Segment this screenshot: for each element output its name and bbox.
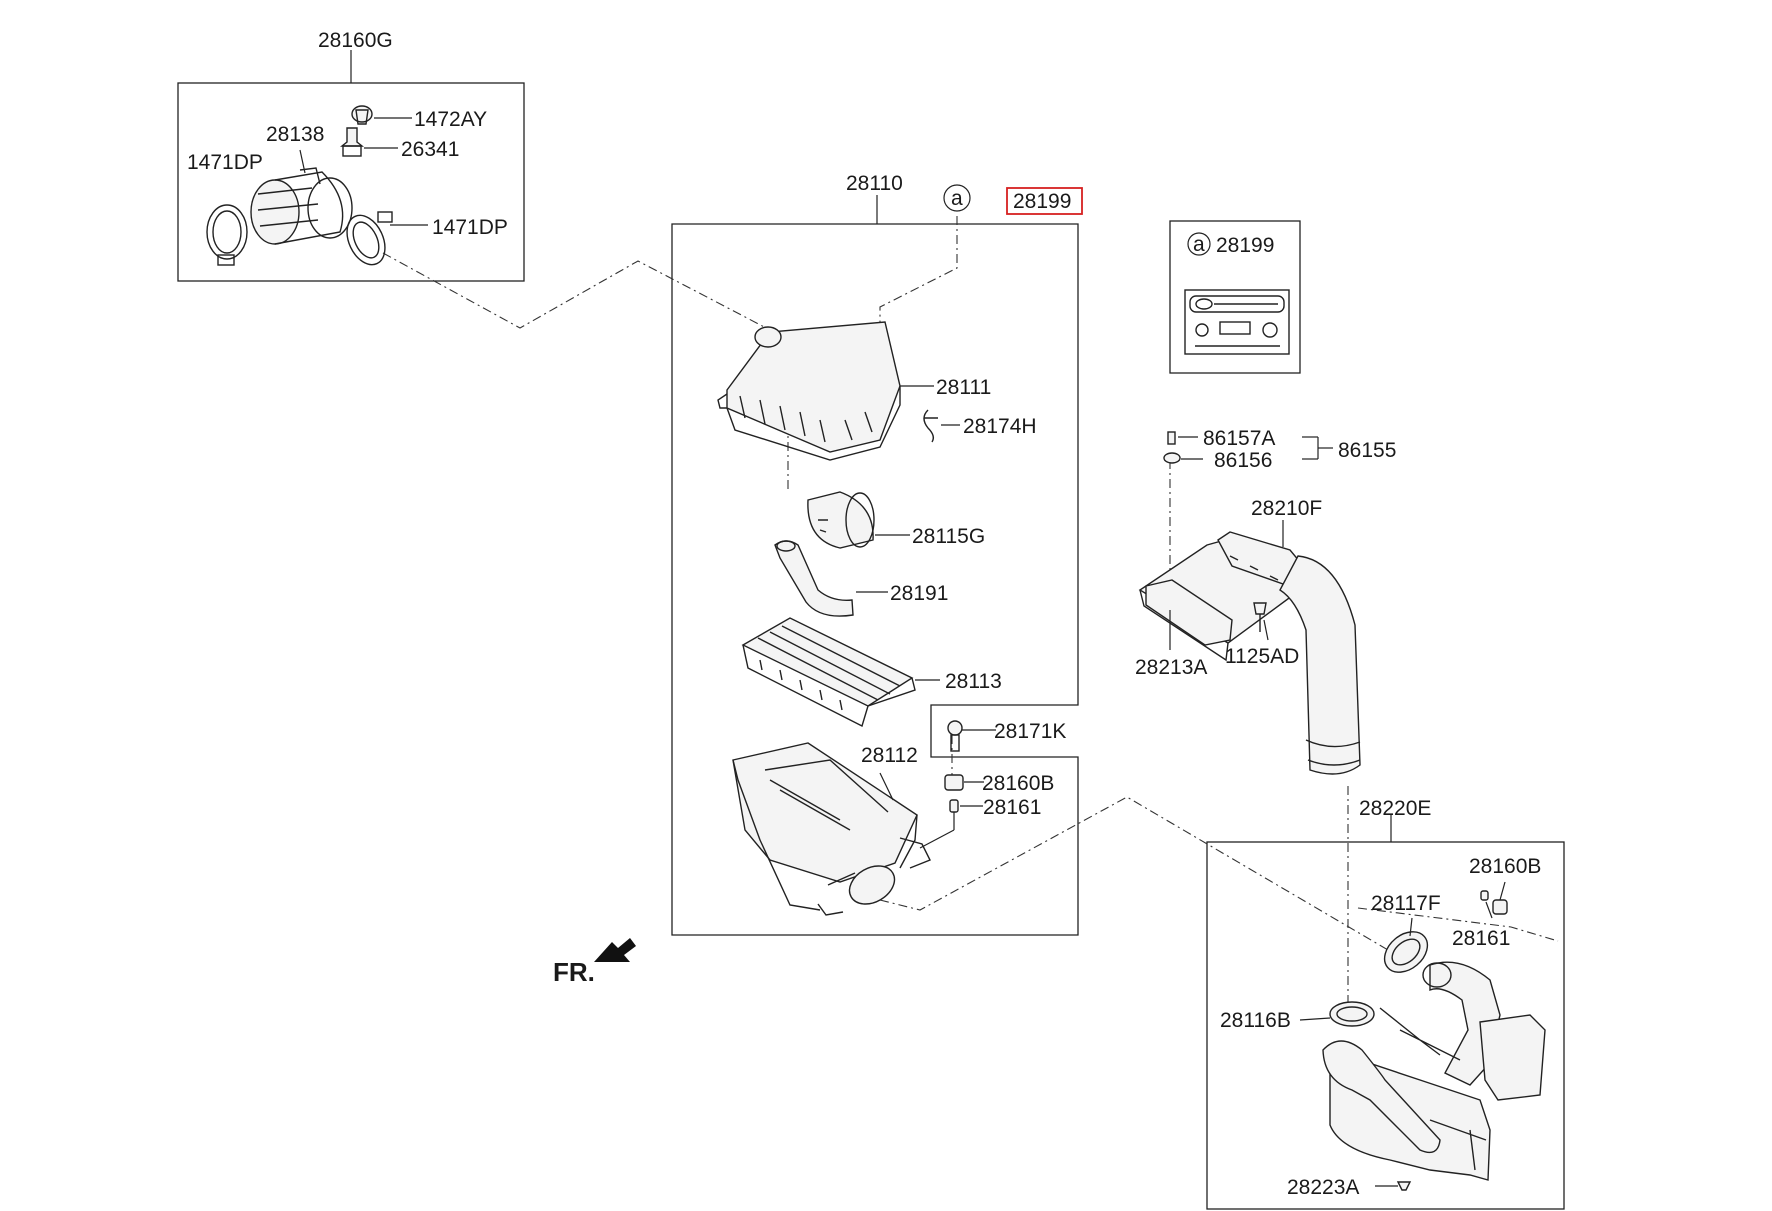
seal-28116B (1329, 1001, 1375, 1027)
label-28174H: 28174H (963, 415, 1037, 438)
bolt-28171K (947, 720, 963, 752)
clamp-1471DP-right (346, 211, 393, 266)
connection-line-mount (1357, 907, 1559, 942)
label-28210F: 28210F (1251, 497, 1322, 520)
legend-callout-a-circle (1187, 232, 1211, 256)
label-28160B-right: 28160B (1469, 855, 1541, 878)
bolt-86157A (1167, 431, 1176, 445)
label-28112: 28112 (861, 744, 918, 767)
air-intake-duct-28220E (1322, 961, 1546, 1181)
resonator-28115G (807, 491, 875, 549)
label-28160B-mid: 28160B (982, 772, 1054, 795)
bracket-28213A (1145, 579, 1233, 646)
bolt-1472AY (351, 105, 373, 125)
bolt-28223A (1396, 1181, 1412, 1191)
label-1472AY: 1472AY (414, 108, 487, 131)
legend-28199-label: 28199 (1216, 234, 1274, 257)
label-28111: 28111 (936, 376, 991, 399)
clip-28174H (923, 409, 938, 443)
callout-a-circle (943, 184, 971, 212)
hose-28191 (774, 540, 854, 617)
legend-box-28199 (1169, 220, 1301, 374)
label-28213A: 28213A (1135, 656, 1207, 679)
air-filter-element-28113 (741, 617, 916, 728)
label-28115G: 28115G (912, 525, 985, 548)
label-28117F: 28117F (1371, 892, 1441, 915)
label-1471DP-left: 1471DP (187, 151, 263, 174)
group-box-28110 (671, 223, 1079, 936)
label-1125AD: 1125AD (1225, 645, 1299, 668)
label-28223A: 28223A (1287, 1176, 1359, 1199)
callout-a-label: a (951, 187, 963, 210)
washer-86156 (1163, 452, 1181, 464)
seal-28117F (1383, 931, 1429, 973)
group-box-28220E (1206, 841, 1565, 1210)
label-28161-right: 28161 (1452, 927, 1510, 950)
highlight-box-28199 (1006, 187, 1083, 215)
pin-28161-right (1480, 890, 1489, 901)
label-sticker-28199 (1184, 289, 1290, 355)
pin-28161-mid (949, 799, 959, 813)
front-direction-arrow-icon (594, 938, 636, 962)
label-86155: 86155 (1338, 439, 1396, 462)
air-cleaner-body-28112 (732, 742, 931, 916)
label-28220E: 28220E (1359, 797, 1431, 820)
grommet-28160B-mid (944, 774, 964, 791)
legend-a-label: a (1193, 233, 1205, 256)
grommet-28160B-right (1492, 899, 1508, 915)
label-28113: 28113 (945, 670, 1002, 693)
front-direction-label: FR. (553, 957, 595, 987)
air-flow-sensor-housing-28138 (250, 167, 353, 245)
label-28191: 28191 (890, 582, 948, 605)
label-1471DP-right: 1471DP (432, 216, 508, 239)
label-28110: 28110 (846, 172, 903, 195)
label-28116B: 28116B (1220, 1009, 1291, 1032)
label-26341: 26341 (401, 138, 459, 161)
label-28160G: 28160G (318, 29, 393, 52)
label-28161-mid: 28161 (983, 796, 1041, 819)
label-28199-highlight: 28199 (1013, 190, 1071, 213)
sensor-26341 (340, 127, 364, 157)
connection-line-inlet (382, 252, 771, 331)
label-28138: 28138 (266, 123, 324, 146)
label-28171K: 28171K (994, 720, 1066, 743)
air-cleaner-cover-28111 (717, 321, 901, 461)
clamp-1471DP-left (206, 204, 248, 266)
bolt-1125AD (1253, 602, 1267, 632)
label-86156: 86156 (1214, 449, 1272, 472)
label-86157A: 86157A (1203, 427, 1275, 450)
connection-line-duct (879, 796, 1401, 958)
